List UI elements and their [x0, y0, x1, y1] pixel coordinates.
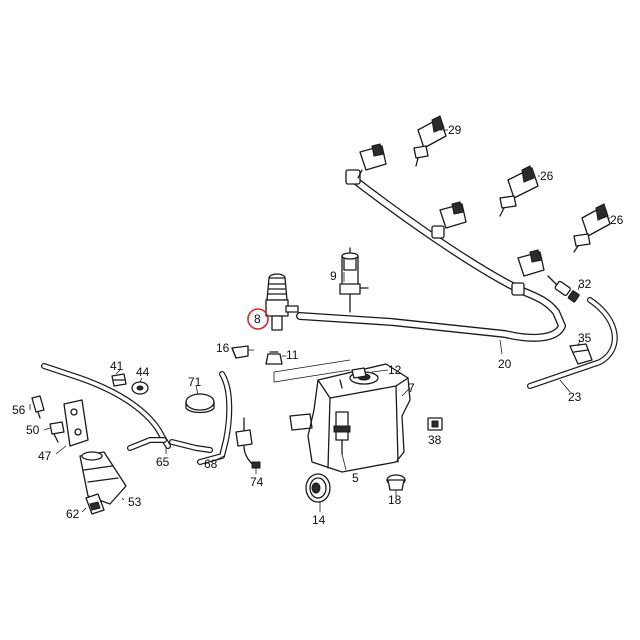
callout-35[interactable]: 35 — [578, 331, 592, 345]
callout-68[interactable]: 68 — [204, 457, 218, 471]
callout-11[interactable]: 11 — [286, 348, 299, 362]
pump-part-9 — [339, 247, 369, 313]
callout-38[interactable]: 38 — [428, 433, 442, 447]
callout-41[interactable]: 41 — [110, 359, 124, 373]
pump-part-8 — [265, 273, 299, 331]
clip-part-12 — [351, 367, 367, 379]
callout-32[interactable]: 32 — [578, 277, 592, 291]
filter-part-11 — [265, 351, 283, 365]
connector-part-32 — [547, 275, 580, 303]
sensor-part-74 — [235, 417, 261, 469]
reference-lines — [273, 359, 351, 383]
clip-part-35 — [569, 343, 593, 365]
nozzle-on-hose-1 — [357, 143, 387, 179]
nozzle-on-hose-3 — [517, 249, 545, 277]
hose-part-68 — [197, 371, 233, 465]
callout-14[interactable]: 14 — [312, 513, 326, 527]
callout-12[interactable]: 12 — [388, 363, 402, 377]
callout-8[interactable]: 8 — [254, 312, 261, 326]
clip-part-50 — [49, 421, 65, 443]
spray-hose-assembly — [296, 169, 566, 342]
callout-56[interactable]: 56 — [12, 403, 26, 417]
pump-part-5 — [333, 411, 351, 455]
callout-9[interactable]: 9 — [330, 269, 337, 283]
reservoir-tank-part-7 — [289, 363, 411, 473]
connector-part-38 — [427, 417, 443, 431]
callout-20[interactable]: 20 — [498, 357, 512, 371]
grommet-part-16 — [231, 345, 249, 359]
nozzle-part-26-upper — [499, 165, 539, 217]
grommet-part-44 — [131, 381, 149, 395]
callout-62[interactable]: 62 — [66, 507, 80, 521]
callout-18[interactable]: 18 — [388, 493, 402, 507]
grommet-part-18 — [386, 474, 406, 491]
pump-part-53 — [79, 451, 127, 505]
nozzle-part-26-lower — [573, 203, 611, 253]
hose-part-65 — [41, 363, 213, 453]
callout-16[interactable]: 16 — [216, 341, 230, 355]
callout-26-upper[interactable]: 26 — [540, 169, 554, 183]
callout-53[interactable]: 53 — [128, 495, 142, 509]
callout-47[interactable]: 47 — [38, 449, 52, 463]
callout-65[interactable]: 65 — [156, 455, 170, 469]
nozzle-on-hose-2 — [439, 201, 467, 229]
selected-part-highlight-ring — [247, 308, 269, 330]
callout-5[interactable]: 5 — [352, 471, 359, 485]
callout-50[interactable]: 50 — [26, 423, 40, 437]
callout-7[interactable]: 7 — [408, 381, 415, 395]
leader-lines — [29, 129, 610, 513]
callout-44[interactable]: 44 — [136, 365, 150, 379]
callout-74[interactable]: 74 — [250, 475, 264, 489]
bracket-part-47 — [63, 399, 89, 447]
clip-part-41 — [111, 373, 127, 387]
plug-part-62 — [85, 493, 105, 515]
callout-29[interactable]: 29 — [448, 123, 462, 137]
cap-part-14 — [305, 473, 331, 503]
cap-part-71 — [185, 393, 215, 414]
nozzle-part-29 — [413, 115, 447, 167]
hose-part-23 — [527, 297, 618, 389]
callout-23[interactable]: 23 — [568, 390, 582, 404]
callout-labels: 29 26 26 32 9 8 35 16 11 20 41 44 12 7 2… — [12, 123, 624, 527]
callout-26-lower[interactable]: 26 — [610, 213, 624, 227]
callout-71[interactable]: 71 — [188, 375, 202, 389]
plug-part-56 — [31, 395, 45, 419]
